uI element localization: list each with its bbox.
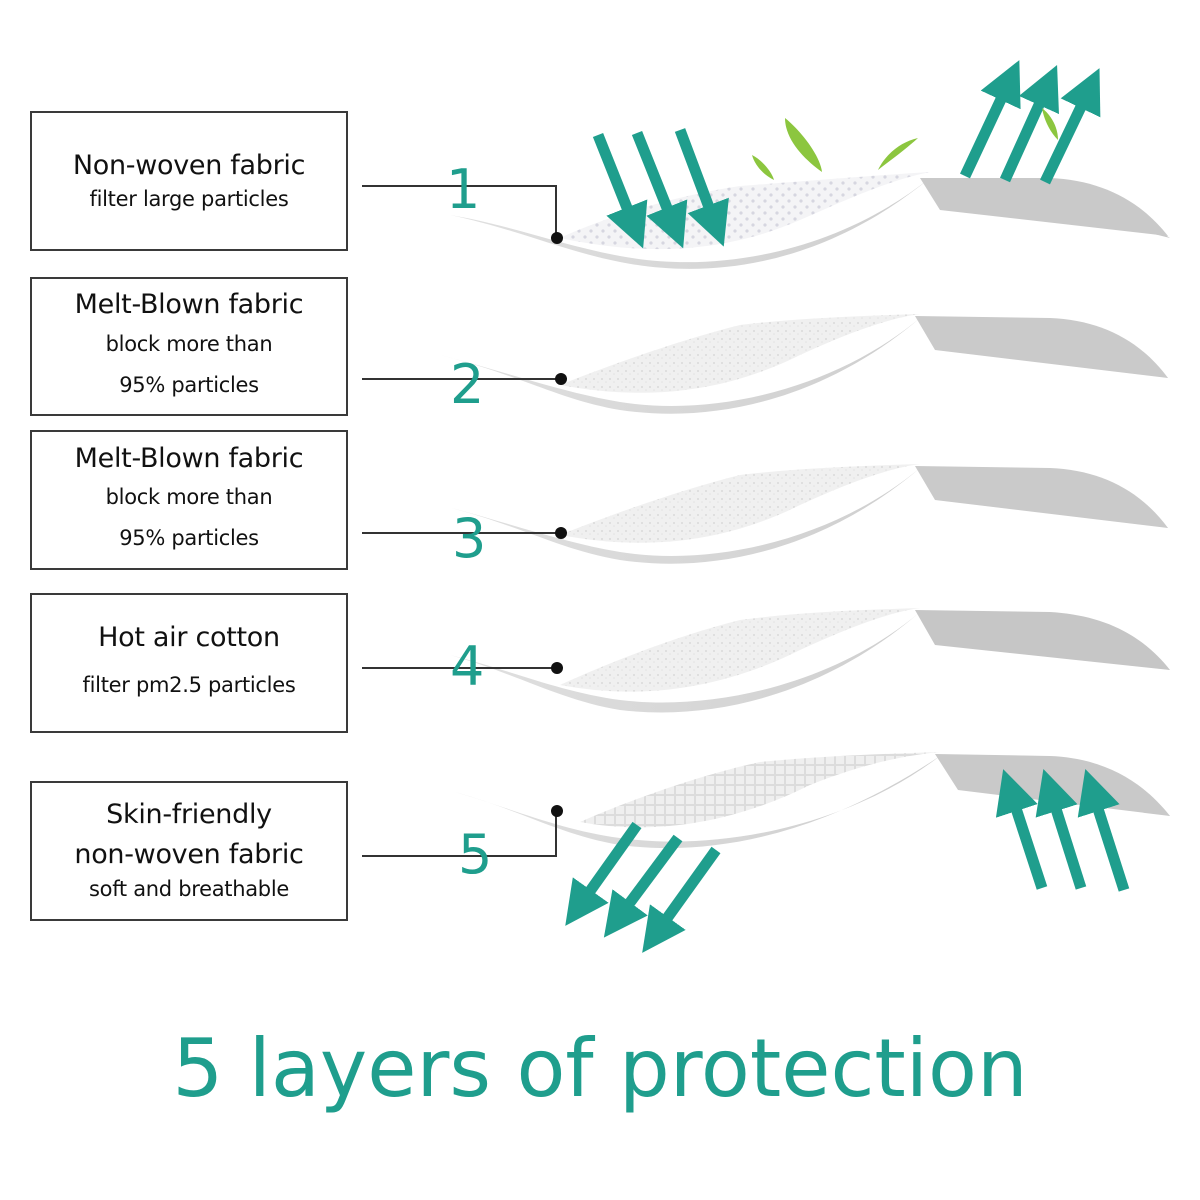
layer-description: block more than (105, 485, 273, 510)
arrow-up-icon (995, 769, 1130, 892)
fabric-layer-2 (440, 314, 1168, 414)
layer-title: non-woven fabric (74, 839, 304, 871)
layer-description: 95% particles (119, 526, 259, 551)
connector-5 (362, 812, 557, 857)
layer-label-4: Hot air cotton filter pm2.5 particles (30, 593, 348, 733)
layer-title: Melt-Blown fabric (74, 442, 304, 474)
layer-number-2: 2 (450, 353, 485, 416)
headline: 5 layers of protection (172, 1022, 1028, 1115)
layer-title: Melt-Blown fabric (74, 289, 304, 321)
connector-dot-icon (551, 232, 563, 244)
layer-label-1: Non-woven fabric filter large particles (30, 111, 348, 251)
layer-title: Non-woven fabric (72, 150, 306, 182)
layer-description: filter large particles (89, 186, 289, 211)
layer-title: Skin-friendly (106, 798, 272, 830)
layer-number-1: 1 (446, 158, 481, 221)
connector-dot-icon (555, 373, 567, 385)
leaf-icon (752, 108, 1058, 180)
connector-dot-icon (555, 527, 567, 539)
layer-number-5: 5 (458, 823, 493, 886)
layer-label-2: Melt-Blown fabric block more than 95% pa… (30, 277, 348, 416)
arrow-down-icon (565, 821, 721, 953)
arrow-down-icon (592, 128, 729, 249)
layer-label-3: Melt-Blown fabric block more than 95% pa… (30, 430, 348, 570)
fabric-layer-4 (450, 608, 1170, 713)
layer-number-3: 3 (452, 507, 487, 570)
layer-title: Hot air cotton (98, 622, 280, 654)
connector-dot-icon (551, 662, 563, 674)
connector-dot-icon (551, 805, 563, 817)
layer-description: soft and breathable (89, 876, 289, 901)
connector-1 (362, 185, 557, 238)
layer-number-4: 4 (450, 635, 485, 698)
layer-description: block more than (105, 331, 273, 356)
layer-label-5: Skin-friendly non-woven fabric soft and … (30, 781, 348, 921)
layer-description: 95% particles (119, 372, 259, 397)
layers-illustration (362, 60, 1170, 953)
arrow-up-icon (960, 60, 1101, 185)
layer-description: filter pm2.5 particles (82, 672, 296, 697)
fabric-layer-1 (450, 172, 1170, 269)
fabric-layer-3 (440, 464, 1168, 564)
